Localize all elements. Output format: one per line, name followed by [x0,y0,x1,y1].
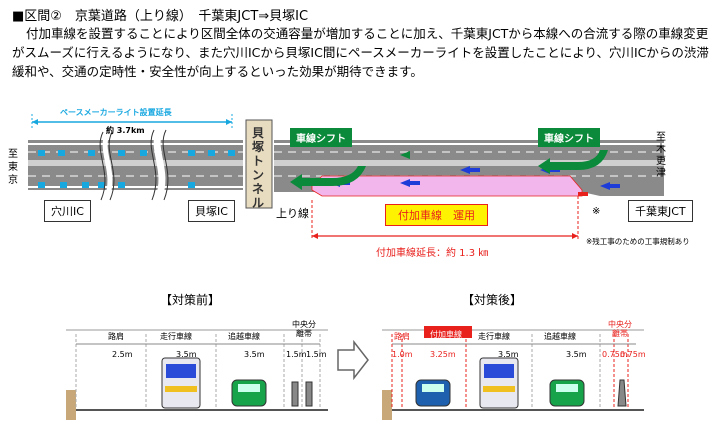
after-title: 【対策後】 [462,293,523,307]
car-icon [549,379,585,407]
before-driving-lane-label: 走行車線 [160,332,192,341]
tunnel-label: 貝塚トンネル [252,126,265,210]
aux-lane-length: 付加車線延長：約 1.3 ㎞ [376,248,489,259]
after-passing-lane-label: 追越車線 [544,332,576,341]
pacemaker-lights [38,150,235,188]
anagawa-ic-label: 穴川IC [44,200,91,222]
after-w-driving: 3.5m [498,350,519,359]
before-w-median-2: 1.5m [306,350,327,359]
after-w-median-1: 0.75m [602,350,628,359]
before-passing-lane-label: 追越車線 [228,332,260,341]
transition-arrow-icon [337,340,369,380]
shift-arrows [290,150,608,190]
section-paragraph: 付加車線を設置することにより区間全体の交通容量が増加することに加え、千葉東JCT… [12,26,709,79]
car-icon [231,379,267,407]
lane-shift-label-right: 車線シフト [538,128,600,147]
to-tokyo-label: 至 東京 [8,149,18,186]
after-median-label: 中央分離帯 [608,320,632,338]
aux-lane-status: 付加車線 運用 [385,204,488,226]
after-aux-lane-label: 付加車線 [430,330,462,339]
before-median-label: 中央分離帯 [292,320,316,338]
before-cross-section [66,329,328,420]
after-driving-lane-label: 走行車線 [478,332,510,341]
before-shoulder-label: 路肩 [108,332,124,341]
tunnel-block [245,119,273,209]
note-mark: ※ [592,206,601,217]
section-heading: ■区間② 京葉道路（上り線） 千葉東JCT⇒貝塚IC [12,9,309,24]
after-cross-section [382,326,644,420]
before-w-median-1: 1.5m [286,350,307,359]
lane-shift-label-left: 車線シフト [290,128,352,147]
construction-note: ※残工事のための工事規制あり [586,237,690,246]
kaizuka-ic-label: 貝塚IC [188,200,235,222]
up-line-label: 上り線 [276,207,309,220]
pacemaker-label: ペースメーカーライト設置延長 [60,108,172,117]
pacemaker-length: 約 3.7km [106,126,145,135]
after-w-median-2: 0.75m [620,350,646,359]
before-w-driving: 3.5m [176,350,197,359]
before-w-shoulder: 2.5m [112,350,133,359]
before-w-passing: 3.5m [244,350,265,359]
before-title: 【対策前】 [160,293,221,307]
after-w-aux: 3.25m [430,350,456,359]
after-shoulder-label: 路肩 [394,332,410,341]
car-icon [415,379,451,407]
route-map [28,114,664,240]
to-kisarazu-label: 至 木更津 [656,132,666,179]
after-w-shoulder: 1.0m [392,350,413,359]
chibahigashi-jct-label: 千葉東JCT [628,200,693,222]
after-w-passing: 3.5m [566,350,587,359]
